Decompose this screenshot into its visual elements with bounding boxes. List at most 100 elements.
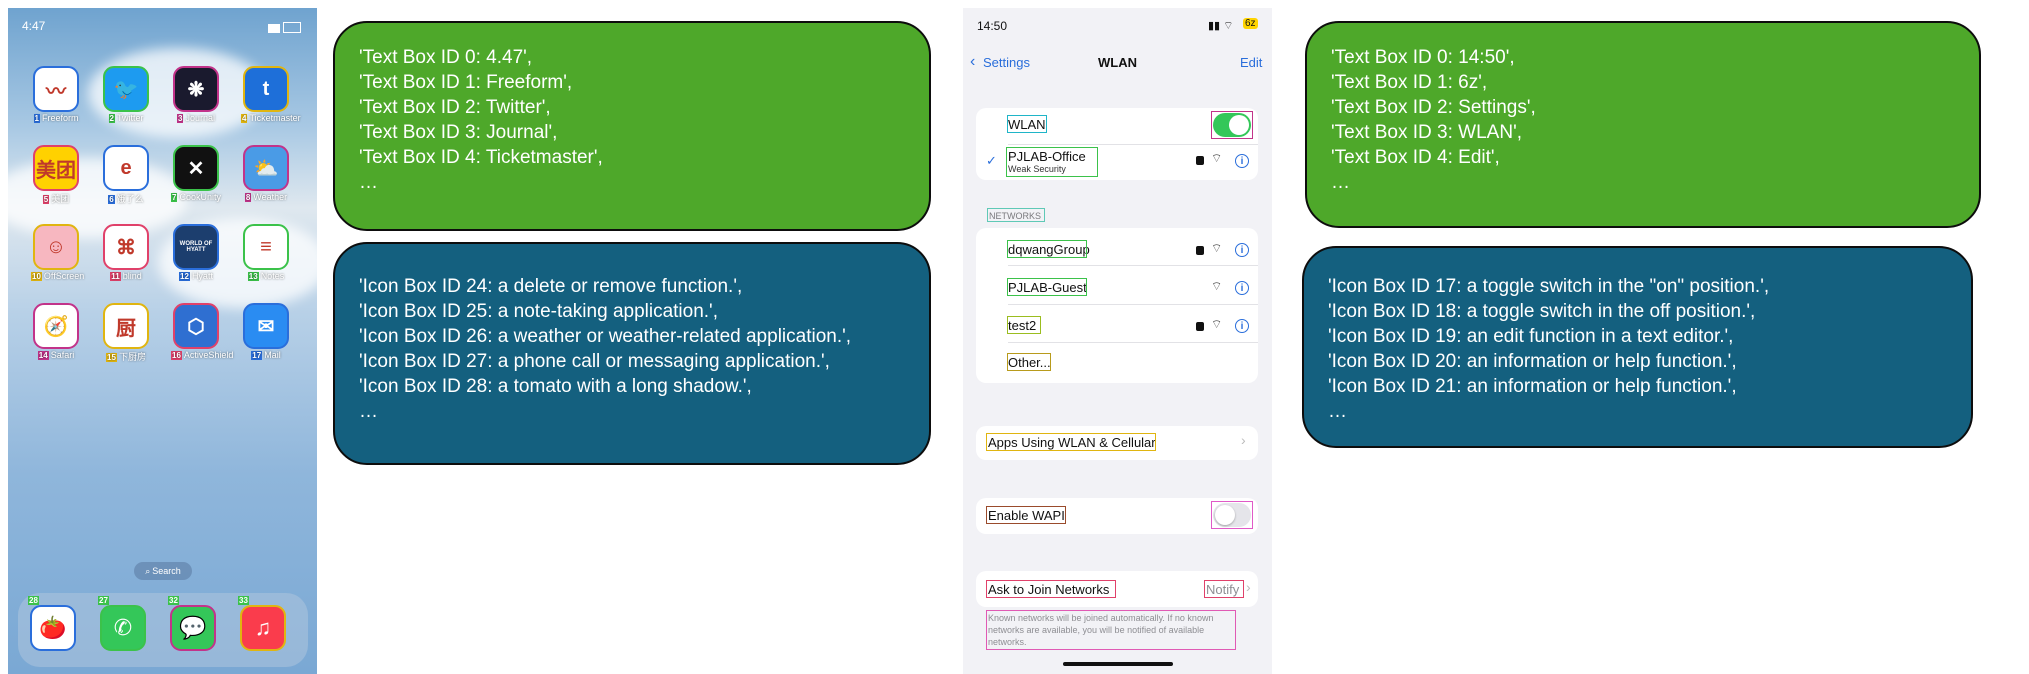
info-icon[interactable]: i xyxy=(1235,281,1249,295)
hyatt-icon: WORLD OF HYATT xyxy=(173,224,219,270)
detection-box xyxy=(1007,316,1041,334)
app-glyph: ⛅ xyxy=(253,157,279,180)
back-button[interactable]: Settings xyxy=(983,55,1030,70)
ask-to-join-value[interactable]: Notify xyxy=(1206,582,1240,597)
ask-card xyxy=(976,571,1258,607)
box-id-tag: 13 xyxy=(247,272,259,281)
wifi-icon: ⌔ xyxy=(1211,317,1223,331)
wapi-toggle[interactable] xyxy=(1213,503,1251,527)
ticketmaster-icon: t xyxy=(243,66,289,112)
detection-box xyxy=(1006,147,1098,177)
info-icon[interactable]: i xyxy=(1235,319,1249,333)
wlan-toggle[interactable] xyxy=(1213,113,1251,137)
chevron-right-icon: › xyxy=(1241,432,1246,448)
chevron-right-icon: › xyxy=(1246,579,1251,595)
home-text-boxes-bubble: 'Text Box ID 0: 4.47', 'Text Box ID 1: F… xyxy=(333,21,931,231)
freeform-icon: 〰 xyxy=(33,66,79,112)
app-glyph: ⌘ xyxy=(116,236,136,259)
detection-box xyxy=(986,610,1236,650)
meituan-icon: 美团 xyxy=(33,145,79,191)
dock-app-music[interactable]: ♫33 xyxy=(238,596,288,651)
eleme-icon: e xyxy=(103,145,149,191)
edit-button[interactable]: Edit xyxy=(1240,55,1263,70)
app-label: Journal xyxy=(185,113,215,123)
app-glyph: e xyxy=(120,156,132,179)
detection-box xyxy=(986,506,1066,524)
box-id-tag: 7 xyxy=(171,193,178,202)
icon-line: 'Icon Box ID 18: a toggle switch in the … xyxy=(1328,301,1756,322)
search-button[interactable]: ⌕ Search xyxy=(134,562,192,580)
back-chevron-icon[interactable]: ‹ xyxy=(970,53,976,70)
network-name[interactable]: test2 xyxy=(1008,318,1037,333)
text-line: 'Text Box ID 3: WLAN', xyxy=(1331,122,1522,143)
networks-header: NETWORKS xyxy=(989,211,1042,221)
xiachufang-icon: 厨 xyxy=(103,303,149,349)
wifi-icon: ⌔ xyxy=(1211,279,1223,293)
icon-line: … xyxy=(359,401,378,422)
app-label: ActiveShield xyxy=(183,350,234,360)
network-name[interactable]: PJLAB-Guest xyxy=(1008,280,1087,295)
wlan-settings-screen: 14:50 6z ▮▮ ⌔ ‹ Settings WLAN Edit WLAN … xyxy=(963,8,1272,674)
notes-icon: ≡ xyxy=(243,224,289,270)
other-network-button[interactable]: Other... xyxy=(1008,355,1051,370)
app-label: Ticketmaster xyxy=(249,113,301,123)
info-icon[interactable]: i xyxy=(1235,243,1249,257)
app-glyph: ✕ xyxy=(187,157,205,180)
app-glyph: ☺ xyxy=(45,235,67,258)
app-label: 饿了么 xyxy=(116,194,144,204)
dock-app-tomato[interactable]: 🍅28 xyxy=(28,596,78,651)
app-glyph: t xyxy=(262,77,270,100)
dock-app-phone[interactable]: ✆27 xyxy=(98,596,148,651)
detection-box xyxy=(987,208,1045,222)
dock-app-messages[interactable]: 💬32 xyxy=(168,596,218,651)
page-title: WLAN xyxy=(1098,55,1137,70)
icon-line: 'Icon Box ID 21: an information or help … xyxy=(1328,376,1737,397)
box-id-tag: 16 xyxy=(171,351,182,360)
app-label: Freeform xyxy=(41,113,79,123)
app-label: Twitter xyxy=(116,113,144,123)
apps-using-wlan-button[interactable]: Apps Using WLAN & Cellular xyxy=(988,435,1156,450)
app-glyph: 美团 xyxy=(36,159,76,182)
box-id-tag: 33 xyxy=(238,596,249,605)
search-icon: ⌕ xyxy=(145,565,151,576)
text-line: 'Text Box ID 1: 6z', xyxy=(1331,72,1488,93)
weather-icon: ⛅ xyxy=(243,145,289,191)
app-glyph: WORLD OF HYATT xyxy=(179,241,213,253)
wapi-label: Enable WAPI xyxy=(988,508,1065,523)
info-icon[interactable]: i xyxy=(1235,154,1249,168)
twitter-icon: 🐦 xyxy=(103,66,149,112)
ask-to-join-label[interactable]: Ask to Join Networks xyxy=(988,582,1110,597)
current-network-name[interactable]: PJLAB-Office xyxy=(1008,149,1086,164)
icon-line: 'Icon Box ID 26: a weather or weather-re… xyxy=(359,326,852,347)
cookunity-icon: ✕ xyxy=(173,145,219,191)
network-name[interactable]: dqwangGroup xyxy=(1008,242,1090,257)
offscreen-icon: ☺ xyxy=(33,224,79,270)
text-line: 'Text Box ID 2: Twitter', xyxy=(359,97,551,118)
app-label: OffScreen xyxy=(43,271,85,281)
